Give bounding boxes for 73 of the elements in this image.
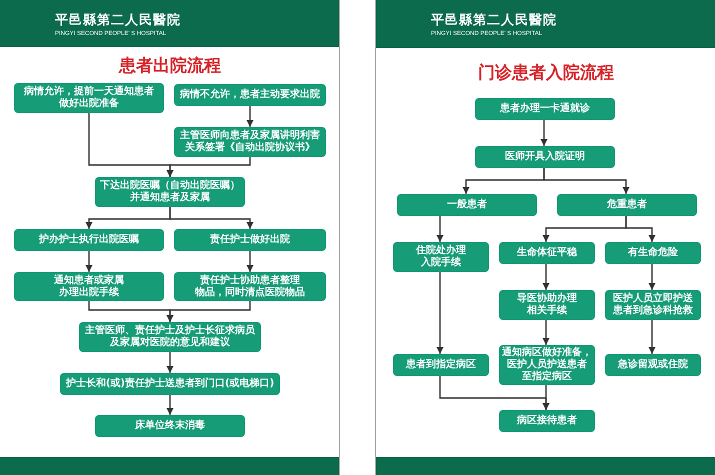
process-box bbox=[79, 322, 261, 352]
box-label: 护办护士执行出院医嘱 bbox=[39, 234, 139, 246]
arrow bbox=[540, 120, 548, 146]
header-band bbox=[0, 0, 339, 47]
process-box bbox=[14, 229, 164, 251]
arrow bbox=[246, 106, 254, 127]
header-band bbox=[376, 0, 715, 48]
process-box bbox=[499, 410, 595, 432]
process-box bbox=[475, 146, 615, 168]
arrow bbox=[648, 264, 656, 290]
arrow bbox=[648, 320, 656, 354]
arrow bbox=[542, 264, 550, 290]
process-box bbox=[605, 290, 701, 320]
process-box bbox=[174, 272, 326, 301]
box-label: 急诊留观或住院 bbox=[618, 359, 688, 371]
process-box bbox=[95, 177, 245, 207]
hospital-name: 平邑縣第二人民醫院 bbox=[431, 13, 557, 28]
poster-panel bbox=[0, 0, 340, 475]
process-box bbox=[499, 290, 595, 320]
box-label: 导医协助办理相关手续 bbox=[517, 293, 577, 317]
process-box bbox=[397, 194, 537, 216]
process-box bbox=[475, 98, 615, 120]
box-label: 一般患者 bbox=[447, 199, 487, 211]
process-box bbox=[499, 242, 595, 264]
arrow bbox=[543, 168, 630, 194]
arrow bbox=[436, 216, 444, 242]
box-label: 生命体征平稳 bbox=[517, 247, 577, 259]
box-label: 床单位终末消毒 bbox=[135, 420, 205, 432]
hospital-name: 平邑縣第二人民醫院 bbox=[55, 13, 181, 28]
poster-title: 患者出院流程 bbox=[119, 56, 221, 76]
process-box bbox=[174, 127, 326, 157]
process-box bbox=[393, 354, 489, 376]
box-label: 有生命危险 bbox=[628, 247, 678, 259]
arrow bbox=[542, 320, 550, 345]
process-box bbox=[557, 194, 697, 216]
arrow bbox=[542, 385, 550, 410]
box-label: 病区接待患者 bbox=[517, 415, 577, 427]
box-label: 医护人员立即护送患者到急诊科抢救 bbox=[613, 293, 693, 317]
process-box bbox=[605, 354, 701, 376]
box-label: 病情不允许，患者主动要求出院 bbox=[180, 89, 320, 101]
box-label: 主管医师向患者及家属讲明利害关系签署《自动出院协议书》 bbox=[180, 130, 320, 154]
box-label: 医师开具入院证明 bbox=[505, 151, 585, 163]
box-label: 住院处办理入院手续 bbox=[416, 245, 466, 269]
box-label: 护士长和(或)责任护士送患者到门口(或电梯口) bbox=[66, 378, 274, 390]
process-box bbox=[605, 242, 701, 264]
box-label: 通知患者或家属办理出院手续 bbox=[54, 274, 124, 298]
process-box bbox=[14, 83, 164, 113]
process-box bbox=[60, 373, 280, 395]
arrow bbox=[436, 272, 444, 354]
arrow bbox=[169, 207, 254, 229]
arrow bbox=[86, 251, 92, 272]
box-label: 责任护士协助患者整理物品，同时清点医院物品 bbox=[195, 274, 305, 298]
arrow bbox=[166, 352, 174, 373]
box-label: 危重患者 bbox=[607, 199, 647, 211]
box-label: 病情允许，提前一天通知患者做好出院准备 bbox=[24, 86, 154, 110]
arrow bbox=[166, 301, 251, 322]
box-label: 责任护士做好出院 bbox=[210, 234, 290, 246]
poster-panel bbox=[375, 0, 715, 475]
poster-title: 门诊患者入院流程 bbox=[478, 63, 614, 83]
process-box bbox=[393, 242, 489, 272]
process-box bbox=[174, 229, 326, 251]
arrow bbox=[166, 157, 251, 177]
box-label: 患者办理一卡通就诊 bbox=[500, 103, 590, 115]
box-label: 下达出院医嘱（自动出院医嘱）并通知患者及家属 bbox=[100, 180, 240, 204]
arrow bbox=[246, 251, 254, 272]
box-label: 主管医师、责任护士及护士长征求病员及家属对医院的意见和建议 bbox=[85, 325, 255, 349]
arrow bbox=[625, 216, 656, 242]
process-box bbox=[14, 272, 164, 301]
box-label: 通知病区做好准备，医护人员护送患者至指定病区 bbox=[502, 347, 592, 383]
process-box bbox=[174, 84, 326, 106]
arrow bbox=[166, 395, 174, 415]
process-box bbox=[95, 415, 245, 437]
box-label: 患者到指定病区 bbox=[406, 359, 476, 371]
